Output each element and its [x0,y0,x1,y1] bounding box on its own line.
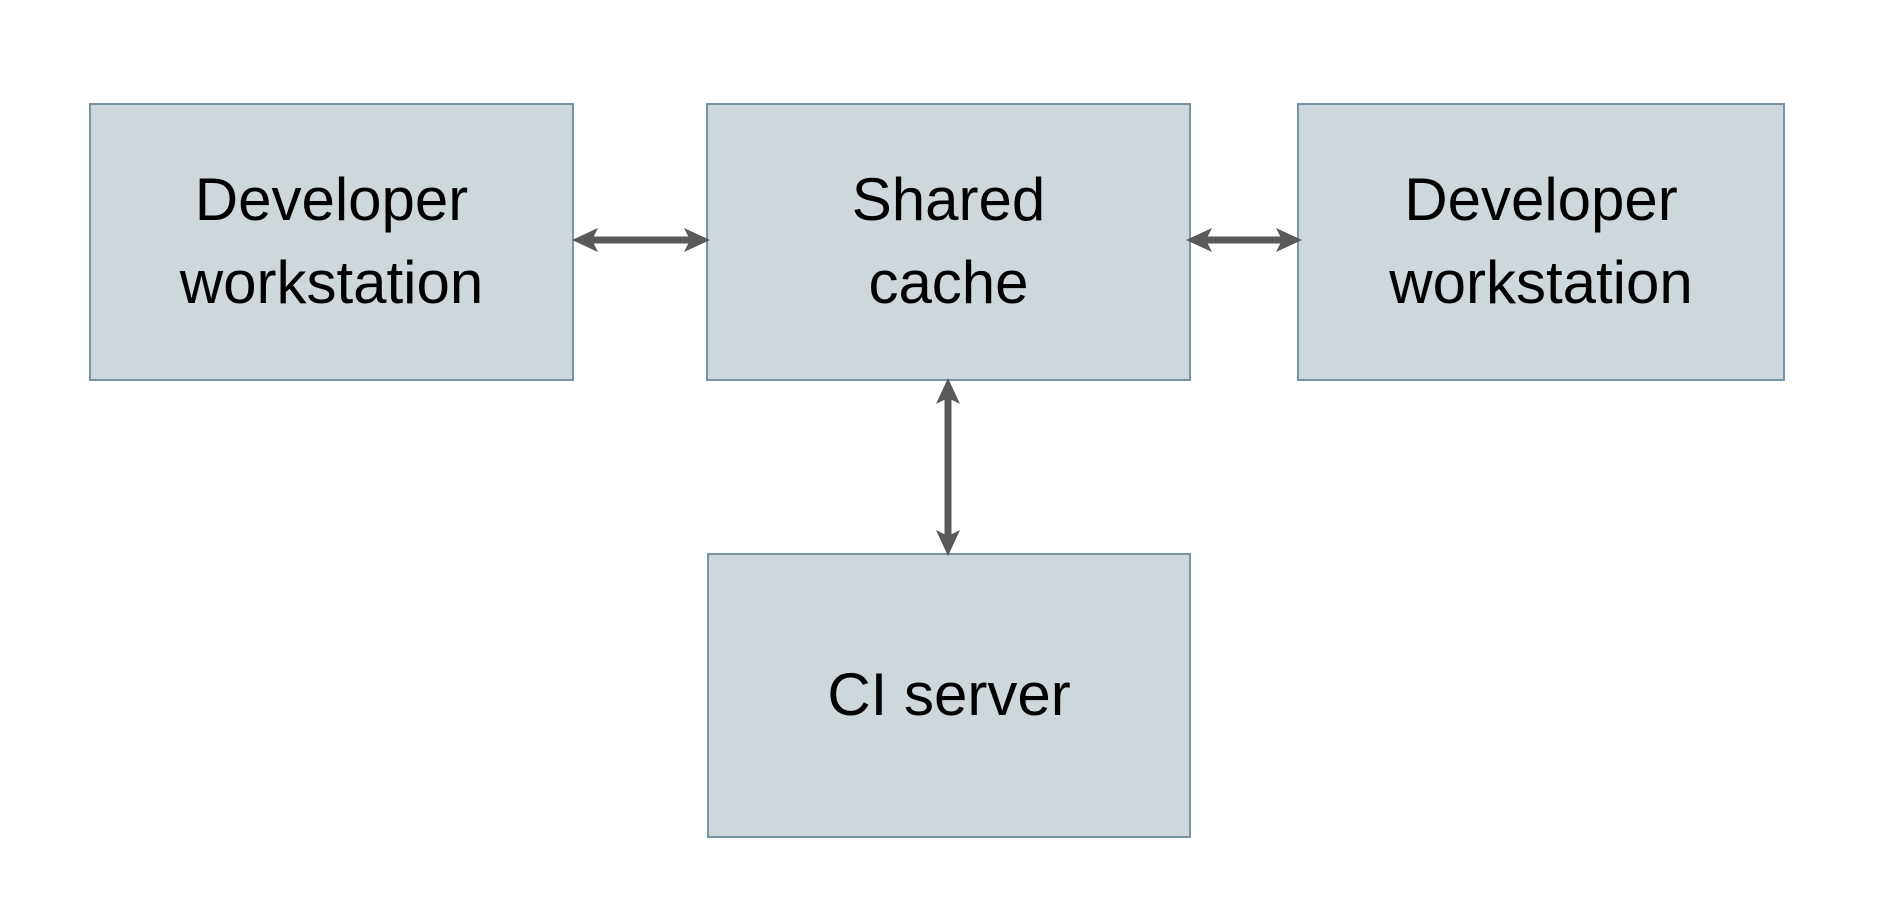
node-label-developer-workstation-right: Developer workstation [1389,166,1693,316]
node-label-ci-server: CI server [827,661,1071,729]
node-developer-workstation-right[interactable]: Developer workstation [1297,103,1785,381]
edge-shared-cache-ci-server [926,376,970,558]
node-developer-workstation-left[interactable]: Developer workstation [89,103,574,381]
edge-shared-cache-right-workstation [1184,218,1304,262]
node-shared-cache[interactable]: Shared cache [706,103,1191,381]
node-ci-server[interactable]: CI server [707,553,1191,838]
node-label-shared-cache: Shared cache [851,166,1046,316]
edge-left-workstation-shared-cache [570,218,712,262]
double-arrow-horizontal-icon [572,228,710,252]
double-arrow-horizontal-icon [1186,228,1302,252]
node-label-developer-workstation-left: Developer workstation [179,166,484,316]
double-arrow-vertical-icon [936,378,960,556]
